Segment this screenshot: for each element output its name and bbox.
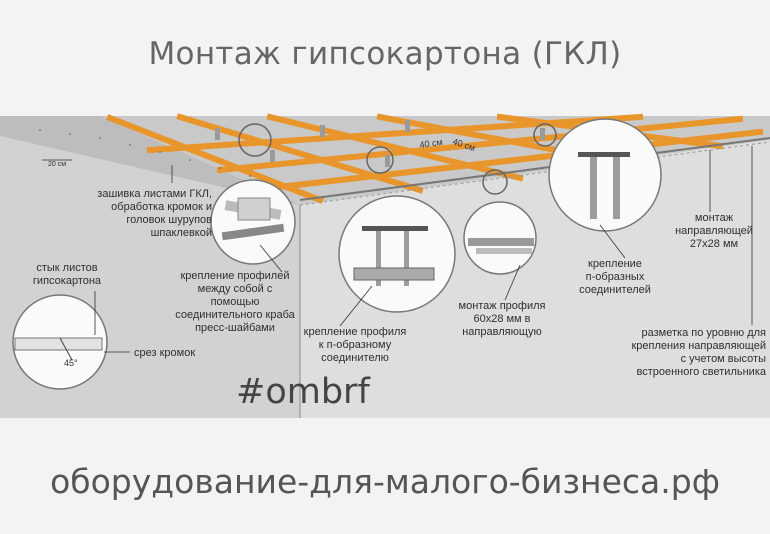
detail-u-connectors: [548, 118, 662, 232]
screw-dots: [39, 129, 251, 177]
label-sheathing: зашивка листами ГКЛ, обработка кромок и …: [97, 188, 212, 239]
callout-ring-crab: [238, 123, 272, 157]
edge-distance-label: 20 см: [48, 161, 66, 168]
detail-sheet-joint: 45°: [12, 294, 108, 390]
drywall-ceiling: [0, 116, 300, 205]
detail-u-profile: [338, 195, 456, 313]
spacing-label-1: 40 см: [419, 137, 443, 150]
label-profile-mount: монтаж профиля 60х28 мм в направляющую: [458, 300, 546, 338]
detail-profile-guide: [463, 201, 537, 275]
callout-ring-connector: [533, 123, 557, 147]
label-edge-cut: срез кромок: [134, 347, 196, 359]
page-title: Монтаж гипсокартона (ГКЛ): [148, 36, 622, 72]
callout-ring-profile: [482, 169, 508, 195]
level-marking-line: [299, 141, 770, 206]
detail-crab-connector: [210, 179, 296, 265]
guide-rail: [299, 137, 770, 201]
hangers: [215, 120, 545, 167]
label-sheet-joint: стык листов гипсокартона: [32, 262, 102, 287]
hashtag-text: #ombrf: [236, 372, 370, 412]
angle-label: 45°: [64, 358, 78, 368]
callout-ring-hanger: [366, 146, 394, 174]
leader-lines: [94, 146, 753, 353]
label-guide-mount: монтаж направляющей 27х28 мм: [675, 212, 753, 250]
label-crab-fixing: крепление профилей между собой с помощью…: [175, 270, 295, 334]
footer-domain: оборудование-для-малого-бизнеса.рф: [50, 462, 720, 501]
label-level-marking: разметка по уровню для крепления направл…: [631, 327, 766, 378]
label-u-connectors: крепление п-образных соединителей: [579, 258, 651, 296]
label-u-profile-fixing: крепление профиля к п-образному соединит…: [303, 326, 407, 364]
